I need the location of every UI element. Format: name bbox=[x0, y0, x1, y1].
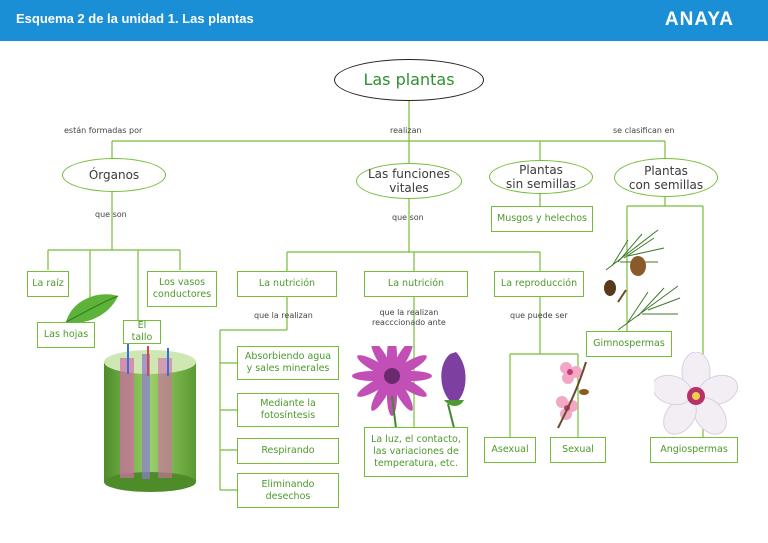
node-funciones: Las funciones vitales bbox=[356, 163, 462, 199]
nutrition-fotosintesis-line2: fotosíntesis bbox=[260, 410, 316, 421]
header-bar: Esquema 2 de la unidad 1. Las plantas AN… bbox=[0, 0, 768, 41]
label-la-realizan: que la realizan bbox=[254, 311, 313, 320]
reproduction-asexual: Asexual bbox=[484, 437, 536, 463]
relation-line2: las variaciones de bbox=[373, 446, 459, 457]
node-organos-label: Órganos bbox=[88, 168, 140, 182]
label-la-realizan-ante-line1: que la realizan bbox=[379, 308, 439, 317]
pine-image bbox=[604, 229, 681, 331]
label-formadas: están formadas por bbox=[64, 126, 143, 135]
node-funciones-line1: Las funciones bbox=[367, 167, 451, 181]
plant-angiospermas: Angiospermas bbox=[650, 437, 738, 463]
nutrition-eliminando-line2: desechos bbox=[265, 490, 311, 502]
function-relacion: La nutrición bbox=[364, 271, 468, 297]
label-puede-ser: que puede ser bbox=[510, 311, 568, 320]
node-sin-semillas: Plantas sin semillas bbox=[489, 160, 593, 194]
leaf-image bbox=[65, 294, 119, 323]
node-funciones-line2: vitales bbox=[389, 181, 429, 195]
relation-stimuli: La luz, el contacto, las variaciones de … bbox=[364, 427, 468, 477]
organ-vasos-line1: Los vasos bbox=[158, 277, 206, 288]
relation-line3: temperatura, etc. bbox=[374, 458, 458, 469]
root-node: Las plantas bbox=[334, 59, 484, 101]
label-la-realizan-ante: que la realizan reacccionado ante bbox=[372, 308, 446, 328]
relation-line1: La luz, el contacto, bbox=[371, 434, 461, 445]
label-la-realizan-ante-line2: reacccionado ante bbox=[372, 318, 446, 327]
organ-raiz: La raíz bbox=[27, 271, 69, 297]
nutrition-fotosintesis: Mediante la fotosíntesis bbox=[237, 393, 339, 427]
page-title: Esquema 2 de la unidad 1. Las plantas bbox=[16, 11, 254, 26]
flowers-image bbox=[352, 346, 466, 428]
node-con-semillas-line1: Plantas bbox=[644, 163, 688, 178]
function-reproduccion: La reproducción bbox=[494, 271, 584, 297]
nutrition-respirando: Respirando bbox=[237, 438, 339, 464]
plant-musgos: Musgos y helechos bbox=[491, 206, 593, 232]
label-organos-son: que son bbox=[95, 210, 127, 219]
label-clasifican: se clasifican en bbox=[613, 126, 675, 135]
nutrition-absorbiendo-line2: y sales minerales bbox=[246, 363, 330, 374]
label-funciones-son: que son bbox=[392, 213, 424, 222]
nutrition-eliminando-line1: Eliminando bbox=[261, 478, 315, 490]
organ-tallo: El tallo bbox=[123, 320, 161, 344]
reproduction-sexual: Sexual bbox=[550, 437, 606, 463]
nutrition-absorbiendo: Absorbiendo agua y sales minerales bbox=[237, 346, 339, 380]
nutrition-eliminando: Eliminando desechos bbox=[237, 473, 339, 508]
blossom-bee-image bbox=[556, 361, 589, 429]
node-organos: Órganos bbox=[62, 158, 166, 192]
organ-hojas: Las hojas bbox=[37, 322, 95, 348]
function-nutricion: La nutrición bbox=[237, 271, 337, 297]
almond-flower-image bbox=[654, 352, 738, 435]
node-con-semillas: Plantas con semillas bbox=[614, 158, 718, 197]
brand-logo: ANAYA bbox=[664, 9, 734, 30]
organ-vasos-line2: conductores bbox=[152, 289, 212, 300]
node-con-semillas-line2: con semillas bbox=[628, 177, 704, 192]
plant-gimnospermas: Gimnospermas bbox=[586, 331, 672, 357]
nutrition-fotosintesis-line1: Mediante la bbox=[260, 398, 316, 409]
label-realizan: realizan bbox=[390, 126, 422, 135]
node-sin-semillas-line1: Plantas bbox=[519, 163, 563, 177]
nutrition-absorbiendo-line1: Absorbiendo agua bbox=[244, 351, 332, 362]
organ-vasos: Los vasos conductores bbox=[147, 271, 217, 307]
node-sin-semillas-line2: sin semillas bbox=[506, 177, 576, 191]
stem-image bbox=[104, 344, 196, 492]
